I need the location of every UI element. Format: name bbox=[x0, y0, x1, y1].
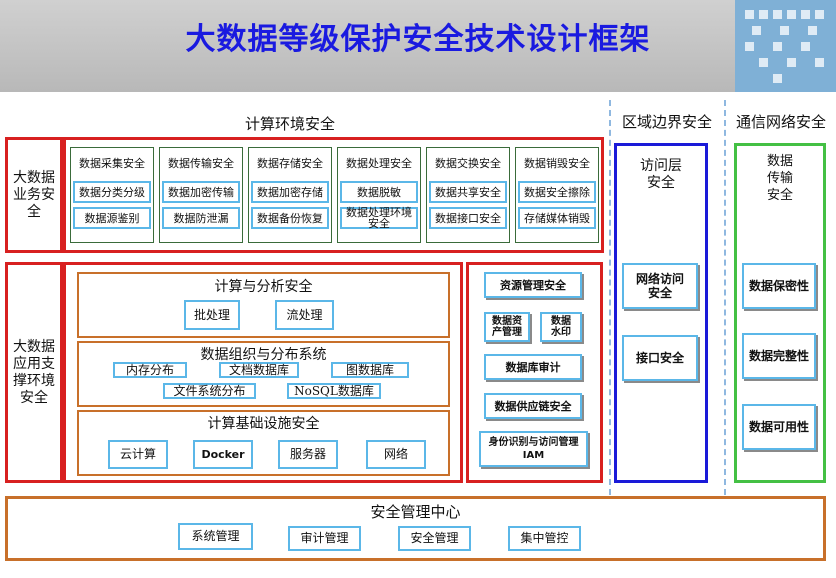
boundary-box bbox=[614, 143, 708, 483]
compute-analysis-title: 计算与分析安全 bbox=[214, 279, 313, 295]
document-database: 文档数据库 bbox=[219, 362, 299, 378]
comm-network-box bbox=[734, 143, 826, 483]
compute-analysis-box bbox=[77, 272, 450, 338]
business-column-title: 数据交换安全 bbox=[435, 157, 501, 170]
iam: 身份识别与访问管理 IAM bbox=[479, 431, 588, 467]
audit-mgmt: 审计管理 bbox=[288, 526, 361, 551]
header-banner bbox=[0, 0, 836, 92]
business-item: 数据共享安全 bbox=[429, 181, 507, 203]
data-availability: 数据可用性 bbox=[742, 404, 816, 450]
docker: Docker bbox=[193, 440, 253, 469]
business-column bbox=[248, 147, 332, 243]
business-item: 数据处理环境安全 bbox=[340, 207, 418, 229]
business-column-title: 数据处理安全 bbox=[346, 157, 412, 170]
cloud-computing: 云计算 bbox=[108, 440, 168, 469]
business-column bbox=[70, 147, 154, 243]
data-supply-chain: 数据供应链安全 bbox=[484, 393, 582, 419]
data-asset-mgmt: 数据资 产管理 bbox=[484, 312, 530, 342]
data-transmission-title: 数据 传输 安全 bbox=[766, 153, 793, 203]
business-column bbox=[159, 147, 243, 243]
data-watermark: 数据 水印 bbox=[540, 312, 582, 342]
business-item: 数据脱敏 bbox=[340, 181, 418, 203]
business-column bbox=[337, 147, 421, 243]
region-boundary-title: 区域边界安全 bbox=[621, 113, 712, 131]
business-security-box bbox=[63, 137, 604, 253]
batch-processing: 批处理 bbox=[184, 300, 240, 330]
file-system-distribution: 文件系统分布 bbox=[163, 383, 256, 399]
mgmt-center-box bbox=[5, 496, 826, 561]
app-env-label-box bbox=[5, 262, 63, 483]
data-confidentiality: 数据保密性 bbox=[742, 263, 816, 309]
separator-left bbox=[609, 100, 611, 495]
header-decoration bbox=[735, 0, 836, 92]
app-env-label: 大数据 应用支 撑环境 安全 bbox=[13, 338, 55, 406]
compute-env-title: 计算环境安全 bbox=[244, 115, 335, 133]
data-integrity: 数据完整性 bbox=[742, 333, 816, 379]
network: 网络 bbox=[366, 440, 426, 469]
business-item: 存储媒体销毁 bbox=[518, 207, 596, 229]
business-item: 数据防泄漏 bbox=[162, 207, 240, 229]
business-column-title: 数据传输安全 bbox=[168, 157, 234, 170]
data-org-title: 数据组织与分布系统 bbox=[200, 347, 327, 363]
stream-processing: 流处理 bbox=[275, 300, 334, 330]
database-audit: 数据库审计 bbox=[484, 354, 582, 380]
business-item: 数据备份恢复 bbox=[251, 207, 329, 229]
separator-right bbox=[724, 100, 726, 495]
business-item: 数据加密存储 bbox=[251, 181, 329, 203]
app-env-box bbox=[63, 262, 463, 483]
server: 服务器 bbox=[278, 440, 338, 469]
infra-box bbox=[77, 410, 450, 476]
memory-distribution: 内存分布 bbox=[113, 362, 187, 378]
infra-title: 计算基础设施安全 bbox=[207, 416, 320, 432]
business-column-title: 数据存储安全 bbox=[257, 157, 323, 170]
graph-database: 图数据库 bbox=[331, 362, 409, 378]
business-item: 数据源鉴别 bbox=[73, 207, 151, 229]
data-org-box bbox=[77, 341, 450, 407]
business-item: 数据接口安全 bbox=[429, 207, 507, 229]
business-column-title: 数据采集安全 bbox=[79, 157, 145, 170]
business-column-title: 数据销毁安全 bbox=[524, 157, 590, 170]
mgmt-center-title: 安全管理中心 bbox=[370, 503, 461, 521]
business-label: 大数据 业务安 全 bbox=[13, 169, 55, 220]
business-label-box bbox=[5, 137, 63, 253]
centralized-control: 集中管控 bbox=[508, 526, 581, 551]
nosql-database: NoSQL数据库 bbox=[287, 383, 381, 399]
business-item: 数据分类分级 bbox=[73, 181, 151, 203]
access-layer-title: 访问层 安全 bbox=[640, 158, 682, 191]
system-mgmt: 系统管理 bbox=[178, 523, 253, 550]
interface-security: 接口安全 bbox=[622, 335, 698, 381]
resource-box bbox=[466, 262, 603, 483]
business-column bbox=[515, 147, 599, 243]
page-title: 大数据等级保护安全技术设计框架 bbox=[185, 22, 651, 57]
network-access-security: 网络访问 安全 bbox=[622, 263, 698, 309]
comm-network-title: 通信网络安全 bbox=[735, 113, 826, 131]
business-column bbox=[426, 147, 510, 243]
business-item: 数据加密传输 bbox=[162, 181, 240, 203]
resource-mgmt: 资源管理安全 bbox=[484, 272, 582, 298]
security-mgmt: 安全管理 bbox=[398, 526, 471, 551]
business-item: 数据安全擦除 bbox=[518, 181, 596, 203]
